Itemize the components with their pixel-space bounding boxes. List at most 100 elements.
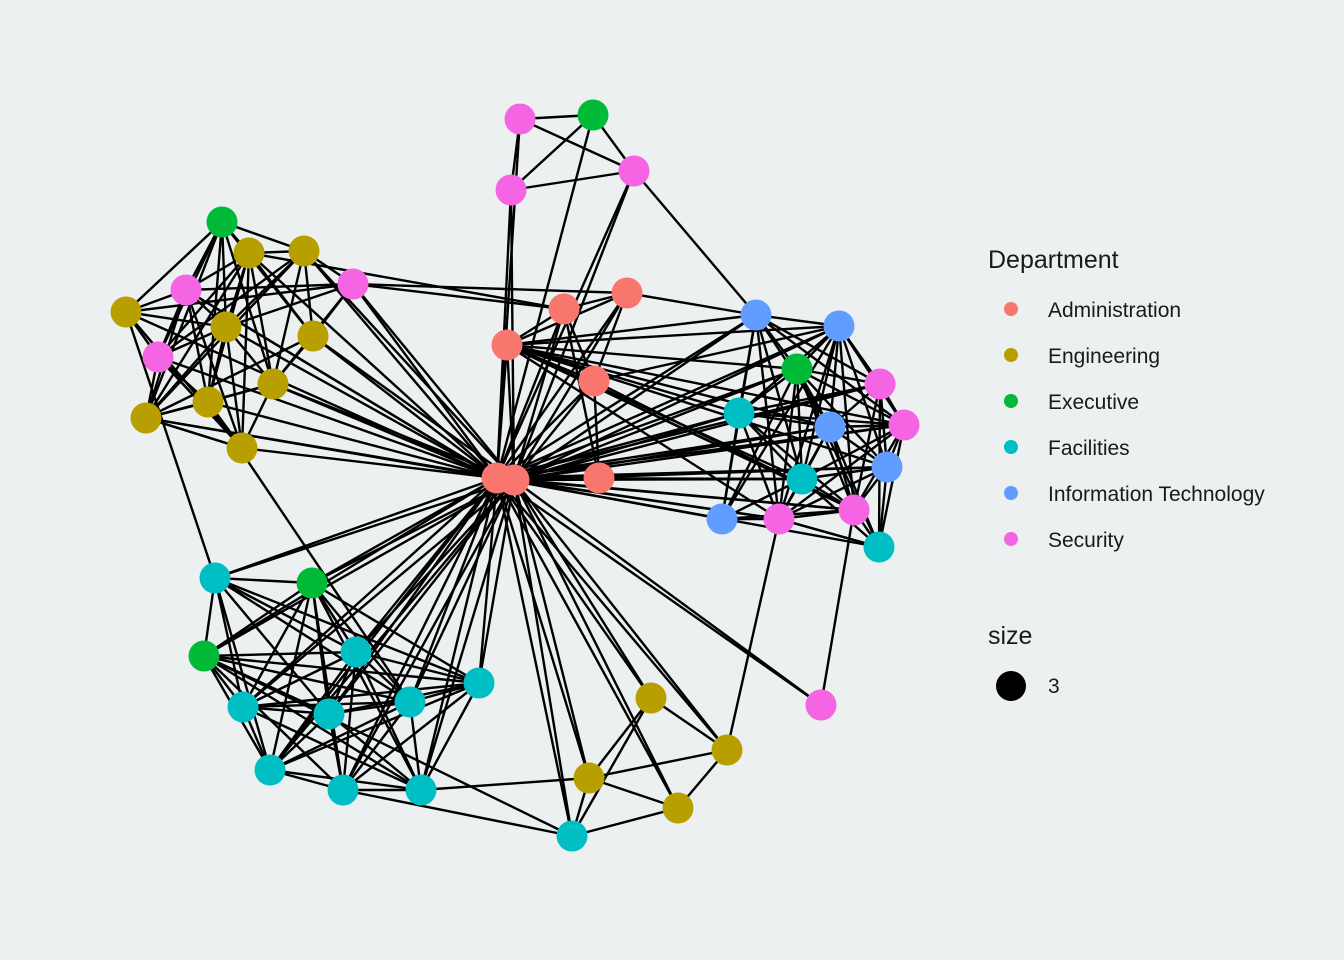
- edge: [213, 577, 245, 708]
- legend-key-administration: [1004, 302, 1018, 316]
- node-engineering: [210, 311, 242, 343]
- legend-item-engineering: Engineering: [1004, 345, 1160, 368]
- node-security: [170, 274, 202, 306]
- edge: [214, 478, 515, 580]
- node-administration: [578, 365, 610, 397]
- edge: [588, 697, 652, 779]
- node-security: [838, 494, 870, 526]
- node-administration: [498, 464, 530, 496]
- legend: Department Administration Engineering Ex…: [988, 246, 1265, 701]
- edge: [496, 477, 822, 706]
- edge: [828, 426, 881, 548]
- node-executive: [188, 640, 220, 672]
- node-engineering: [711, 734, 743, 766]
- node-facilities: [556, 820, 588, 852]
- node-executive: [781, 353, 813, 385]
- node-information-technology: [871, 451, 903, 483]
- edge: [125, 221, 223, 313]
- edge: [248, 252, 498, 479]
- edge: [419, 682, 481, 791]
- node-executive: [577, 99, 609, 131]
- edge: [341, 651, 358, 791]
- node-engineering: [573, 762, 605, 794]
- node-facilities: [327, 774, 359, 806]
- edge: [512, 479, 591, 779]
- edge: [214, 576, 411, 704]
- edge: [157, 250, 305, 358]
- node-information-technology: [740, 299, 772, 331]
- edge: [877, 424, 906, 548]
- edge: [203, 582, 313, 657]
- legend-key-size: [996, 671, 1026, 701]
- edge: [801, 423, 905, 481]
- edge: [157, 355, 498, 480]
- edge: [720, 325, 841, 520]
- node-administration: [491, 329, 523, 361]
- node-engineering: [130, 402, 162, 434]
- edge: [495, 477, 680, 809]
- edge: [495, 477, 574, 837]
- legend-key-facilities: [1004, 440, 1018, 454]
- node-information-technology: [706, 503, 738, 535]
- edge: [795, 368, 804, 480]
- edge: [271, 250, 306, 385]
- edge: [496, 367, 798, 480]
- node-security: [864, 368, 896, 400]
- node-security: [504, 103, 536, 135]
- node-facilities: [786, 463, 818, 495]
- node-security: [495, 174, 527, 206]
- legend-label-size: 3: [1048, 675, 1060, 698]
- edge: [778, 517, 880, 549]
- node-administration: [583, 462, 615, 494]
- edge: [241, 582, 314, 708]
- edge: [738, 382, 881, 415]
- node-administration: [611, 277, 643, 309]
- node-security: [888, 409, 920, 441]
- legend-item-facilities: Facilities: [1004, 437, 1130, 460]
- edge: [203, 655, 344, 791]
- node-executive: [296, 567, 328, 599]
- node-security: [618, 155, 650, 187]
- edge: [214, 576, 480, 685]
- node-information-technology: [823, 310, 855, 342]
- edge: [512, 479, 574, 837]
- edge: [570, 697, 653, 837]
- node-facilities: [863, 531, 895, 563]
- edge: [355, 479, 515, 653]
- edge: [242, 705, 422, 792]
- edge: [419, 477, 499, 791]
- edge: [720, 412, 741, 520]
- edge: [214, 576, 313, 585]
- edge: [510, 169, 635, 192]
- edge: [242, 477, 498, 708]
- edge: [720, 368, 799, 520]
- edge: [184, 289, 210, 403]
- edge: [495, 170, 636, 479]
- edge: [242, 479, 515, 708]
- edge: [778, 424, 905, 520]
- edge: [819, 509, 856, 706]
- edge: [124, 311, 217, 579]
- edge: [512, 479, 653, 699]
- edge: [352, 282, 628, 295]
- edge: [145, 416, 515, 482]
- edge: [269, 700, 411, 772]
- edge: [512, 170, 636, 481]
- edge: [852, 383, 882, 511]
- edge: [513, 314, 757, 481]
- edge: [420, 776, 590, 792]
- node-engineering: [226, 432, 258, 464]
- node-security: [763, 503, 795, 535]
- edge: [419, 479, 516, 791]
- legend-title-size: size: [988, 622, 1032, 650]
- edge: [571, 806, 679, 838]
- edge: [225, 282, 354, 329]
- node-engineering: [110, 296, 142, 328]
- edge: [342, 788, 573, 838]
- edge: [355, 650, 480, 685]
- legend-key-security: [1004, 532, 1018, 546]
- edge: [125, 311, 243, 449]
- edge: [626, 291, 757, 317]
- edge: [214, 577, 330, 715]
- node-facilities: [394, 686, 426, 718]
